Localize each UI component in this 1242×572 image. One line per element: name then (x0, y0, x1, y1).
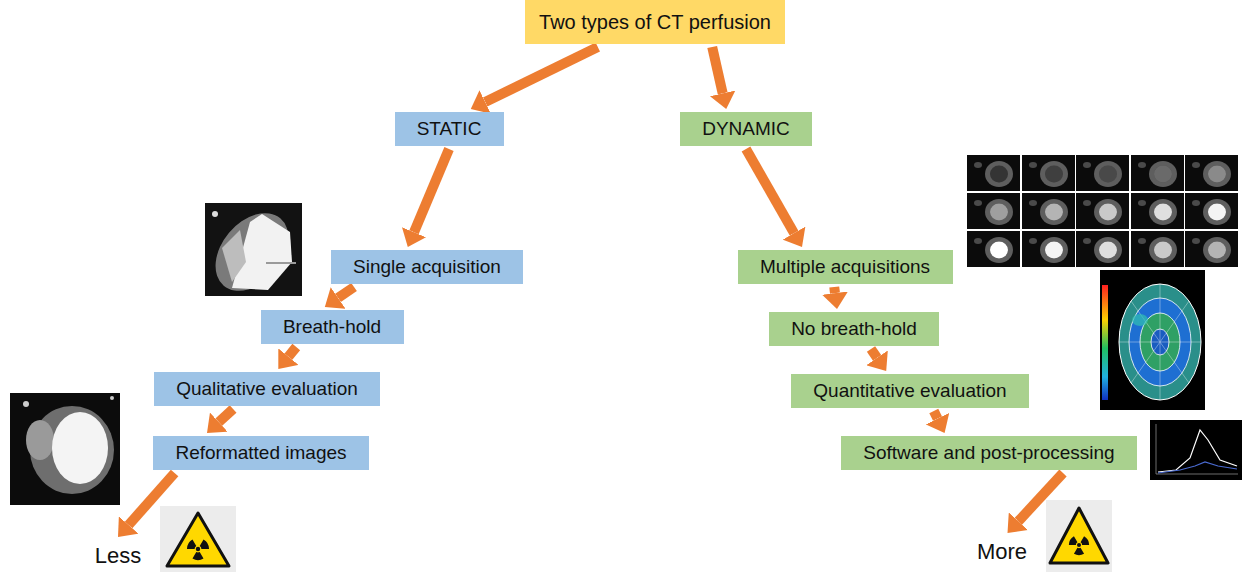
flow-arrow (288, 347, 296, 357)
process-box: Multiple acquisitions (738, 250, 953, 284)
process-box: Software and post-processing (841, 436, 1137, 470)
ct-dynamic-frames (967, 155, 1238, 267)
flow-arrow (746, 149, 794, 233)
process-box: No breath-hold (769, 312, 939, 346)
flow-arrow (414, 149, 449, 232)
time-curve-chart (1150, 420, 1242, 480)
flow-arrow (129, 473, 175, 525)
node-label: Single acquisition (353, 256, 501, 279)
node-label: Software and post-processing (863, 442, 1114, 465)
flow-arrow (338, 287, 354, 298)
node-label: Reformatted images (175, 442, 346, 465)
flow-arrow (829, 287, 840, 293)
process-box: Breath-hold (261, 310, 404, 344)
ct-image-static-short-axis (10, 393, 120, 505)
process-box: Reformatted images (153, 436, 369, 470)
node-label: No breath-hold (791, 318, 917, 341)
process-box: Qualitative evaluation (154, 372, 380, 406)
radiation-icon-less (160, 506, 236, 572)
node-label: Multiple acquisitions (760, 256, 930, 279)
flow-arrow (712, 47, 722, 93)
process-box: DYNAMIC (680, 112, 812, 146)
process-box: Single acquisition (331, 250, 523, 284)
node-label: Breath-hold (283, 316, 381, 339)
node-label: Two types of CT perfusion (539, 10, 771, 34)
node-label: Quantitative evaluation (813, 380, 1006, 403)
radiation-icon-more (1046, 500, 1112, 572)
flow-arrow (934, 411, 938, 419)
flow-arrow (219, 409, 233, 422)
flow-arrow (1018, 473, 1063, 521)
node-label: More (977, 539, 1027, 565)
node-label: Qualitative evaluation (176, 378, 358, 401)
outcome-text: Less (93, 540, 144, 572)
polar-map (1100, 270, 1205, 410)
process-box: Quantitative evaluation (791, 374, 1029, 408)
root-box: Two types of CT perfusion (525, 0, 785, 44)
ct-image-static-long-axis (201, 199, 304, 305)
process-box: STATIC (395, 112, 504, 146)
node-label: DYNAMIC (702, 118, 790, 141)
flow-arrow (485, 47, 598, 102)
outcome-text: More (975, 536, 1030, 569)
node-label: Less (95, 543, 141, 569)
node-label: STATIC (417, 118, 482, 141)
flow-arrow (871, 349, 877, 358)
